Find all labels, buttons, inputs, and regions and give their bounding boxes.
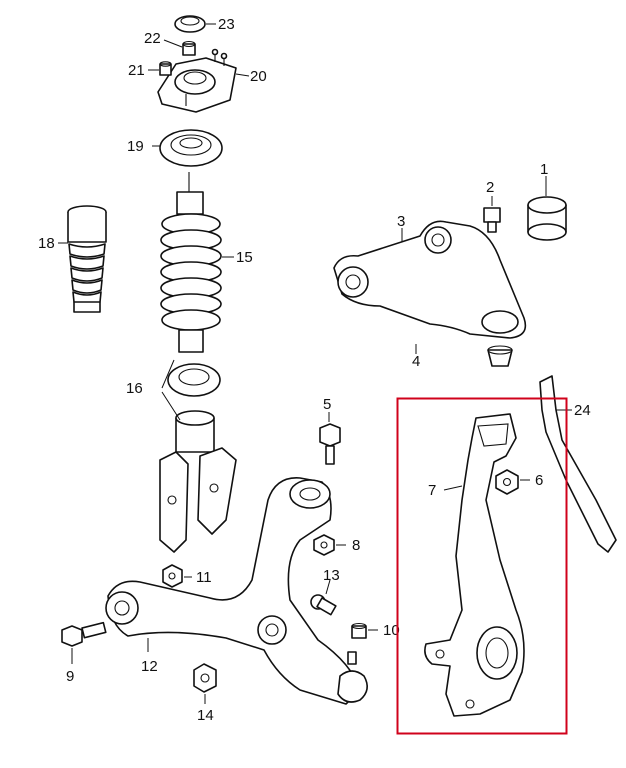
callout-22: 22 (144, 30, 161, 47)
callout-12: 12 (141, 658, 158, 675)
part-19-upper-spring-seat[interactable] (159, 129, 223, 167)
part-7-steering-knuckle[interactable] (424, 413, 525, 717)
callout-5: 5 (323, 396, 331, 413)
part-16-lower-spring-seat[interactable] (167, 363, 221, 397)
part-9-bolt[interactable] (61, 621, 107, 647)
part-1-bushing[interactable] (527, 196, 567, 241)
callout-4: 4 (412, 353, 420, 370)
part-15-coil-spring-strut[interactable] (160, 172, 222, 353)
callout-13: 13 (323, 567, 340, 584)
part-5-bolt[interactable] (319, 423, 341, 465)
part-12-lower-control-arm[interactable] (105, 477, 368, 705)
part-24-bracket[interactable] (539, 375, 617, 553)
callout-18: 18 (38, 235, 55, 252)
callout-24: 24 (574, 402, 591, 419)
part-23-dust-cap[interactable] (174, 15, 206, 33)
callout-7: 7 (428, 482, 436, 499)
part-14-nut[interactable] (193, 663, 217, 693)
part-20-strut-mount[interactable] (157, 48, 237, 113)
part-11-nut[interactable] (162, 564, 183, 588)
part-8-nut[interactable] (313, 534, 335, 556)
callout-20: 20 (250, 68, 267, 85)
callout-2: 2 (486, 179, 494, 196)
callout-21: 21 (128, 62, 145, 79)
part-22-nut[interactable] (182, 40, 196, 56)
callout-3: 3 (397, 213, 405, 230)
part-6-nut[interactable] (495, 469, 519, 495)
callout-6: 6 (535, 472, 543, 489)
callout-19: 19 (127, 138, 144, 155)
callout-16: 16 (126, 380, 143, 397)
callout-1: 1 (540, 161, 548, 178)
part-16-strut-clevis[interactable] (159, 410, 237, 553)
part-18-dust-boot[interactable] (67, 205, 107, 313)
callout-10: 10 (383, 622, 400, 639)
callout-9: 9 (66, 668, 74, 685)
callout-11: 11 (196, 569, 212, 586)
part-2-bolt[interactable] (483, 207, 501, 233)
highlight-box (396, 397, 568, 735)
callout-14: 14 (197, 707, 214, 724)
part-13-bolt[interactable] (310, 594, 337, 616)
part-4-upper-control-arm[interactable] (333, 220, 527, 367)
callout-15: 15 (236, 249, 253, 266)
callout-23: 23 (218, 16, 235, 33)
part-10-nut[interactable] (351, 622, 367, 639)
part-21-nut[interactable] (159, 61, 172, 76)
callout-8: 8 (352, 537, 360, 554)
